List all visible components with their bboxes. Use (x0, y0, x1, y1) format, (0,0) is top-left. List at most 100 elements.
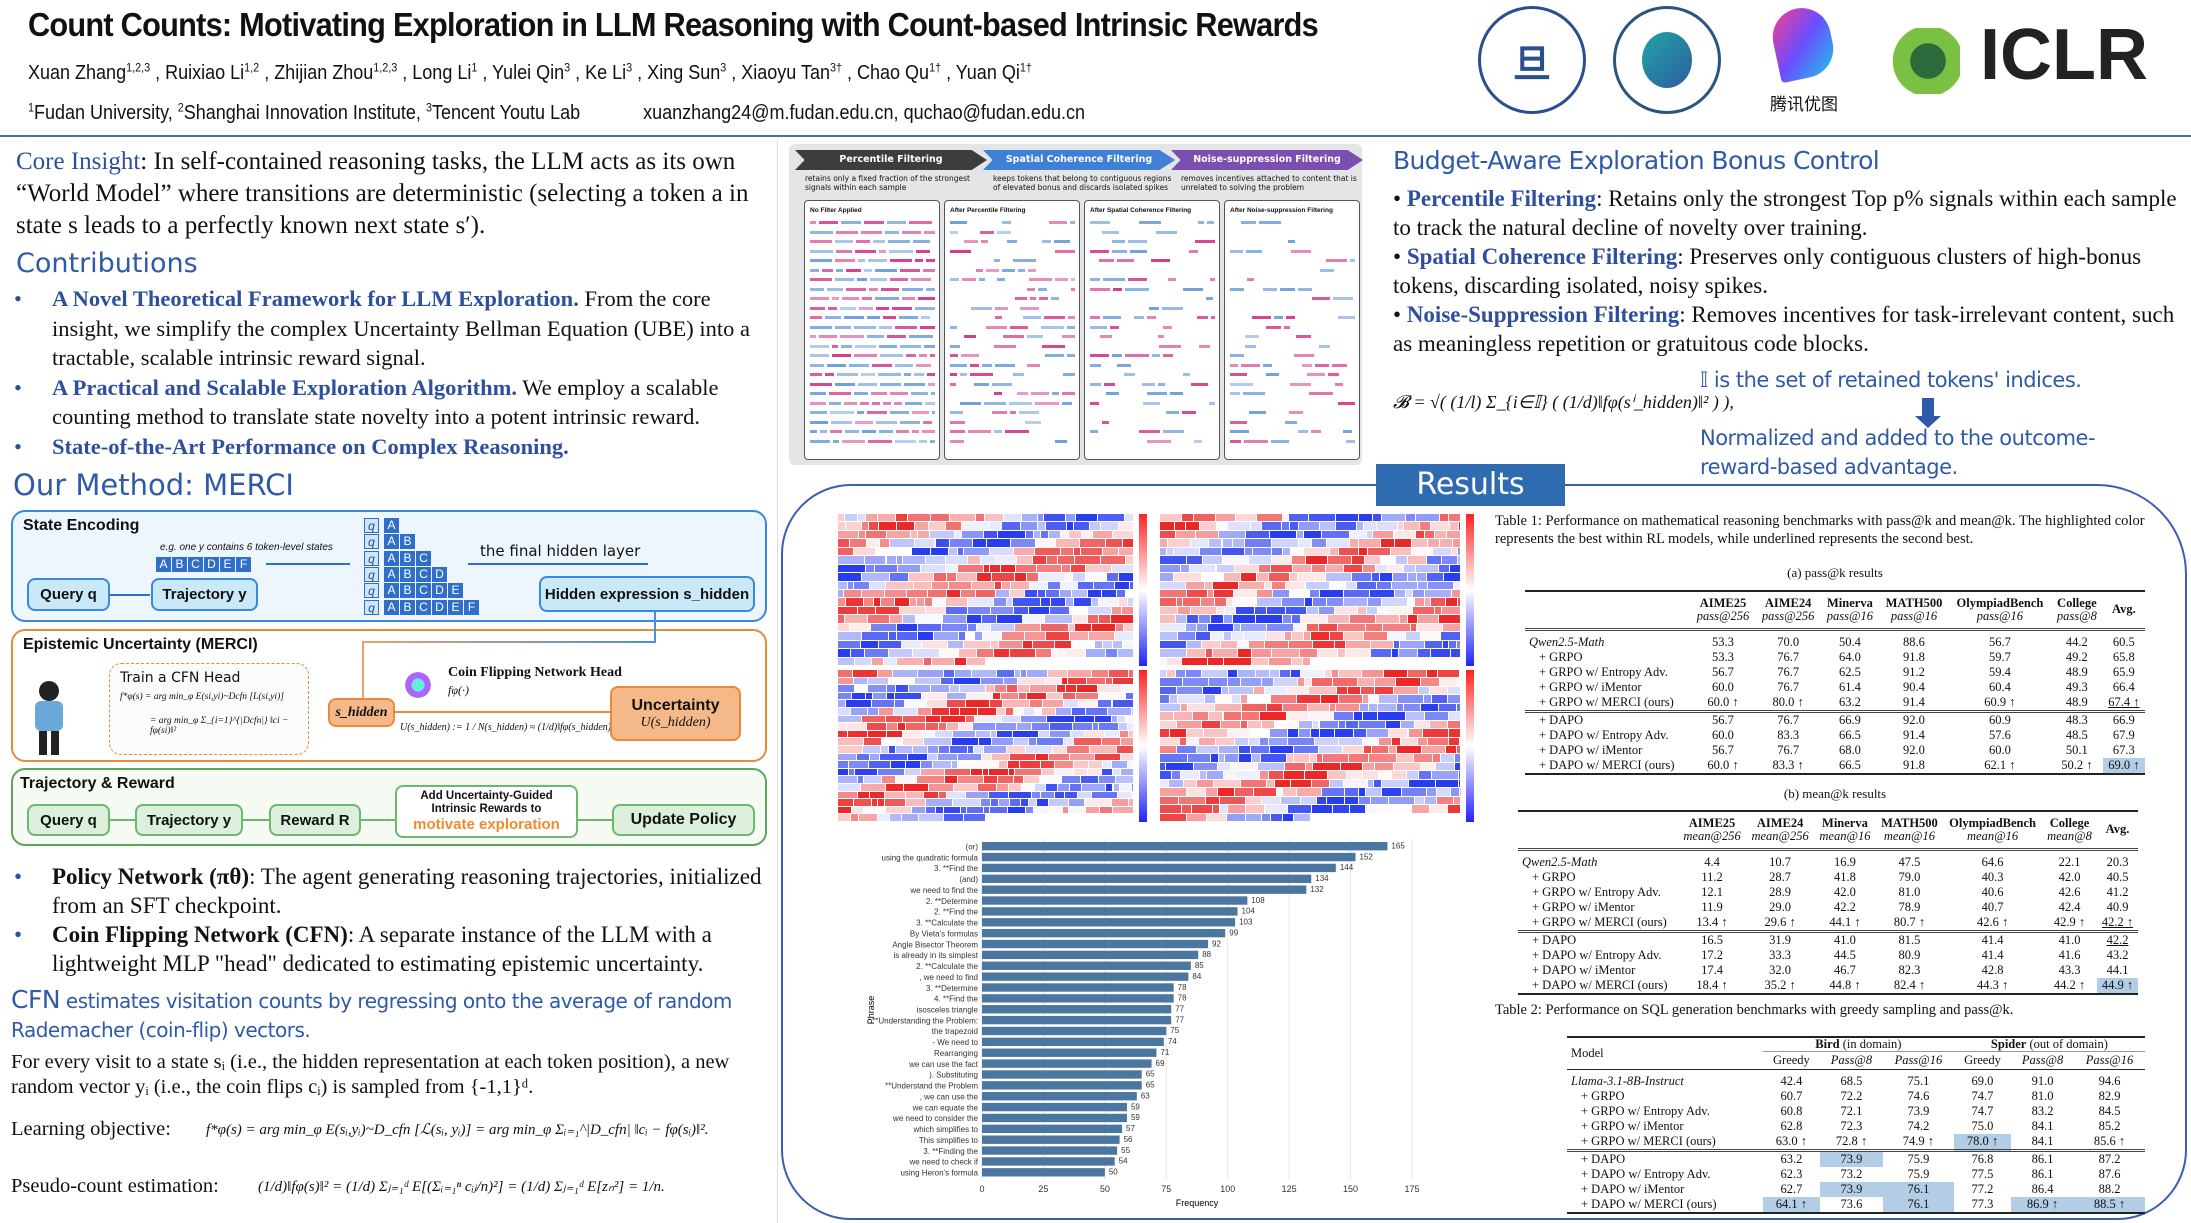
heatmap-cell (1271, 547, 1282, 556)
token-mark (1055, 439, 1067, 443)
heatmap-cell (1234, 771, 1260, 779)
heatmap-cell (1327, 556, 1352, 564)
table-cell: 61.4 (1838, 679, 1861, 694)
heatmap-cell (1390, 547, 1411, 556)
heatmap-cell (1001, 564, 1015, 573)
heatmap-cell (1305, 678, 1312, 686)
token-mark (1312, 297, 1330, 300)
heatmap-cell (1191, 539, 1209, 547)
bar (982, 972, 1189, 981)
x-tick-label: 25 (1038, 1184, 1048, 1194)
heatmap-cell (1026, 573, 1039, 581)
table-cell: 62.7 (1780, 1182, 1803, 1196)
table-cell: 91.0 (2031, 1074, 2054, 1088)
heatmap-cell (1093, 723, 1099, 730)
heatmap-cell (1177, 686, 1203, 695)
heatmap-cell (862, 715, 885, 723)
token-mark (1332, 297, 1353, 300)
heatmap-cell (1067, 522, 1074, 530)
table-cell: 42.9 ↑ (2053, 914, 2086, 929)
heatmap-cell (1238, 641, 1248, 648)
heatmap-cell (1455, 762, 1460, 771)
table-cell: 18.4 ↑ (1696, 977, 1728, 992)
token-mark (1246, 249, 1263, 253)
heatmap-cell (1325, 670, 1331, 678)
heatmap-cell (911, 547, 931, 556)
heatmap-cell (889, 539, 914, 547)
heatmap-cell (1087, 677, 1105, 685)
table-cell: 56.7 (1712, 742, 1734, 757)
heatmap-cell (853, 799, 872, 806)
heatmap-cell (1378, 712, 1406, 720)
heatmap-cell (1449, 712, 1460, 720)
heatmap-cell (1014, 670, 1020, 677)
heatmap-cell (967, 615, 982, 623)
heatmap-cell (958, 776, 984, 783)
token-mark (963, 335, 976, 338)
bar-value-label: 132 (1310, 885, 1324, 894)
heatmap-cell (1217, 606, 1225, 615)
heatmap-cell (1282, 514, 1288, 522)
heatmap-cell (1272, 581, 1285, 589)
token-mark (859, 306, 873, 310)
down-arrow-icon (1922, 398, 1934, 418)
token-mark (971, 306, 993, 310)
heatmap-cell (1088, 768, 1101, 776)
core-insight-label: Core Insight (16, 148, 141, 175)
token-mark (1332, 363, 1347, 367)
token-mark (883, 316, 896, 319)
model-name: + DAPO w/ Entropy Adv. (1539, 727, 1669, 742)
heatmap-cell (989, 522, 1001, 530)
heatmap-cell (865, 556, 886, 564)
heatmap-cell (1313, 762, 1340, 771)
heatmap-cell (899, 606, 926, 615)
token-mark (918, 297, 935, 300)
heatmap-cell (1335, 522, 1357, 530)
heatmap-cell (1038, 522, 1045, 530)
emails: xuanzhang24@m.fudan.edu.cn, quchao@fudan… (643, 101, 1085, 124)
heatmap-cell (1222, 539, 1232, 547)
heatmap-cell (1091, 670, 1109, 677)
heatmap-cell (1186, 590, 1207, 598)
token-mark (1128, 240, 1148, 243)
token-mark (810, 392, 827, 395)
y-tick-label: we need to consider the (892, 1114, 978, 1123)
table-cell: 87.6 (2098, 1167, 2121, 1181)
token-mark (1027, 335, 1044, 338)
heatmap-cell (1249, 737, 1260, 745)
heatmap-cell (947, 723, 958, 730)
token-mark (961, 354, 979, 357)
heatmap (1160, 670, 1480, 822)
heatmap-cell (855, 685, 868, 692)
table-cell: 60.9 (1988, 712, 2011, 727)
heatmap-cell (926, 700, 947, 707)
token-mark (1053, 240, 1071, 243)
heatmap-cell (1234, 737, 1249, 745)
heatmap-cell (1212, 805, 1220, 813)
heatmap-cell (926, 799, 953, 806)
heatmap-cell (966, 692, 992, 700)
token-mark (827, 287, 844, 291)
heatmap-cell (1423, 695, 1431, 703)
token-mark (832, 354, 852, 357)
heatmap-cell (1225, 754, 1239, 762)
heatmap-cell (980, 677, 1003, 685)
objective-label: Learning objective: (11, 1118, 171, 1140)
heatmap-cell (1120, 784, 1131, 791)
token-mark (871, 392, 887, 395)
heatmap-cell (895, 685, 908, 692)
token-mark (1027, 268, 1037, 272)
token-mark (1230, 373, 1248, 376)
y-tick-label: we can use the fact (908, 1060, 979, 1069)
heatmap-cell (1408, 573, 1417, 581)
bar (982, 928, 1226, 938)
token-mark (1230, 439, 1242, 443)
table-cell: 44.8 ↑ (1829, 977, 1861, 992)
heatmap-cell (1008, 791, 1032, 799)
heatmap-cell (972, 581, 995, 589)
token-mark (1306, 373, 1325, 376)
heatmap-cell (879, 640, 902, 649)
heatmap-cell (1239, 754, 1252, 762)
heatmap-cell (838, 730, 847, 738)
